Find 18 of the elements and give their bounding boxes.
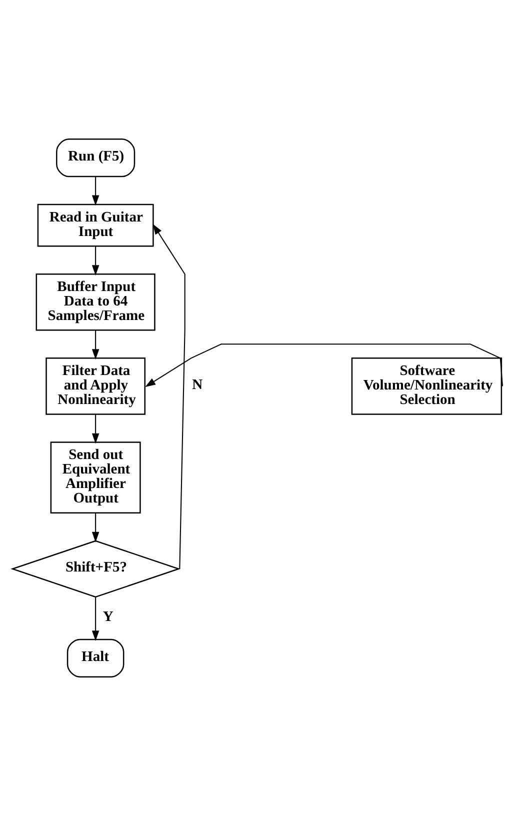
edge-label: Y	[102, 608, 114, 624]
node-box: Send out Equivalent Amplifier Output	[50, 441, 141, 513]
node-box: Halt	[66, 638, 124, 677]
arrow	[92, 512, 100, 542]
node-box: Software Volume/Nonlinearity Selection	[351, 357, 502, 414]
node-diamond: Shift+F5?	[10, 540, 181, 598]
node-box: Filter Data and Apply Nonlinearity	[46, 357, 146, 414]
arrow	[92, 414, 100, 444]
arrow	[145, 343, 503, 387]
edge-label: N	[192, 376, 203, 393]
arrow	[92, 246, 100, 276]
node-box: Buffer Input Data to 64 Samples/Frame	[36, 272, 156, 330]
node-box: Run (F5)	[56, 138, 136, 177]
arrow	[92, 176, 100, 206]
node-box: Read in Guitar Input	[37, 203, 154, 246]
arrow	[92, 330, 100, 360]
arrow	[92, 596, 100, 640]
arrow	[152, 223, 186, 568]
